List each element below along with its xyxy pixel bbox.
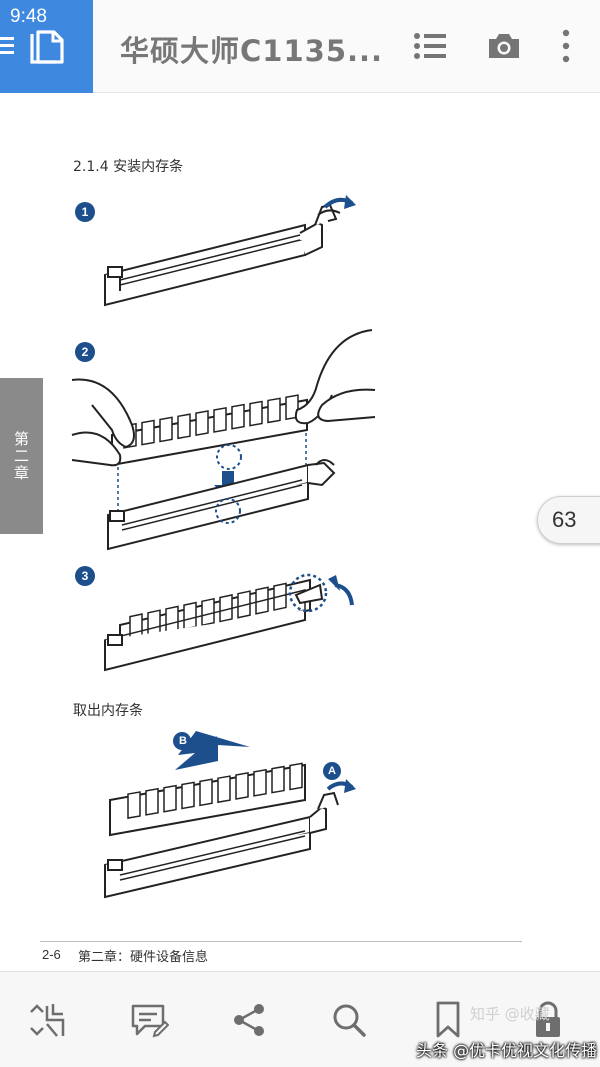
camera-button[interactable] bbox=[486, 28, 522, 64]
bookmark-button[interactable] bbox=[428, 1000, 468, 1040]
step-3-badge: 3 bbox=[75, 566, 95, 586]
memory-locked-illustration bbox=[104, 573, 354, 672]
watermark-text: 知乎 @收藏 bbox=[470, 1005, 550, 1023]
chapter-tab: 第二章 bbox=[0, 378, 43, 534]
memory-insert-illustration bbox=[71, 329, 376, 551]
label-b: B bbox=[179, 735, 187, 747]
more-button[interactable] bbox=[548, 28, 584, 64]
search-icon bbox=[333, 1004, 366, 1037]
document-title: 华硕大师C1135... bbox=[120, 34, 384, 68]
share-button[interactable] bbox=[229, 1000, 269, 1040]
memory-remove-illustration bbox=[104, 731, 356, 899]
outline-button[interactable] bbox=[412, 28, 448, 64]
crop-button[interactable] bbox=[28, 1000, 68, 1040]
remove-section-title: 取出内存条 bbox=[73, 703, 143, 719]
comment-button[interactable] bbox=[129, 1000, 169, 1040]
page-number-badge[interactable]: 63 bbox=[537, 496, 600, 544]
app-header: 9:48 华硕大师C1135... bbox=[0, 0, 600, 93]
lock-icon bbox=[536, 1001, 560, 1037]
more-vertical-icon bbox=[562, 29, 570, 63]
memory-slot-open-illustration bbox=[104, 195, 356, 307]
step-1-badge: 1 bbox=[75, 202, 95, 222]
status-time: 9:48 bbox=[10, 6, 47, 27]
bookmark-icon bbox=[436, 1001, 460, 1038]
lock-button[interactable] bbox=[528, 1000, 568, 1040]
bottom-toolbar bbox=[0, 971, 600, 1067]
footer-chapter-title: 第二章：硬件设备信息 bbox=[78, 950, 209, 965]
credit-text: 头条 @优卡优视文化传播 bbox=[416, 1041, 598, 1060]
section-title: 2.1.4 安装内存条 bbox=[73, 159, 184, 175]
label-a: A bbox=[328, 765, 336, 777]
chapter-tab-label: 第二章 bbox=[12, 430, 30, 482]
document-menu-button[interactable] bbox=[0, 0, 93, 93]
menu-icon bbox=[0, 37, 14, 54]
comment-icon bbox=[131, 1004, 169, 1038]
footer-page-number: 2-6 bbox=[42, 947, 61, 962]
crop-icon bbox=[30, 1004, 65, 1037]
share-icon bbox=[234, 1004, 264, 1036]
page-number: 63 bbox=[552, 507, 577, 532]
footer-divider bbox=[40, 941, 522, 942]
search-button[interactable] bbox=[329, 1000, 369, 1040]
list-icon bbox=[414, 33, 446, 59]
step-2-badge: 2 bbox=[75, 342, 95, 362]
document-icon bbox=[30, 30, 64, 64]
camera-icon bbox=[489, 34, 519, 58]
